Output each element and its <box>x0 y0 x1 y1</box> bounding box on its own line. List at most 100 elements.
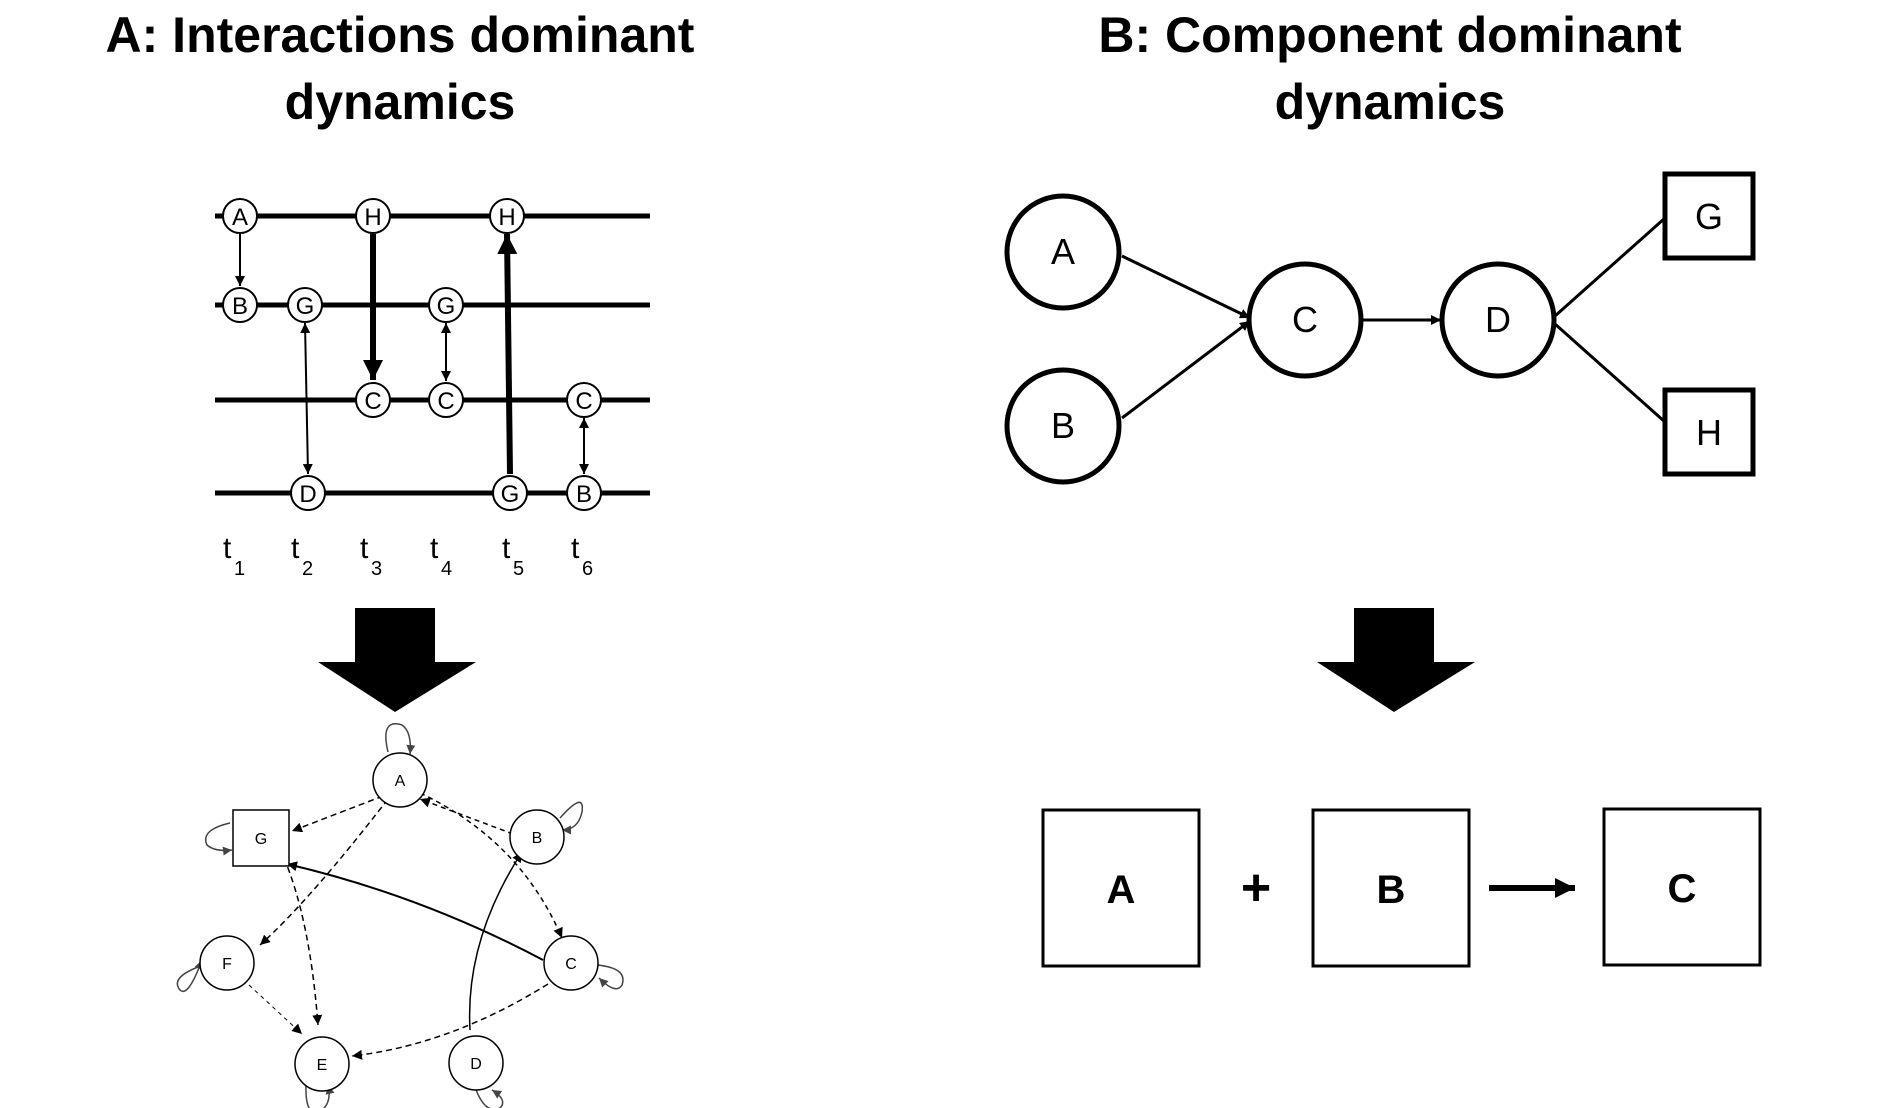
pathway-edge-a-c <box>1121 254 1251 320</box>
time-label-base: t <box>571 532 580 565</box>
timeline-node-c: C <box>566 382 602 418</box>
time-label-sub: 6 <box>582 558 593 580</box>
pathway-edge-b-c <box>1121 319 1251 420</box>
pathway-node-label: C <box>1292 299 1318 340</box>
network-edge <box>291 795 384 833</box>
panel-b-title: B: Component dominant dynamics <box>1030 2 1750 136</box>
self-loop <box>559 801 584 835</box>
reaction-equation: A + B C <box>1041 807 1762 968</box>
timeline-node-c: C <box>428 382 464 418</box>
equation-box-c: C <box>1602 807 1762 967</box>
pathway-node-label: G <box>1695 196 1723 237</box>
timeline-node-label: G <box>296 293 315 320</box>
network-edge <box>468 851 523 1031</box>
timeline-node-g: G <box>492 475 528 511</box>
network-node-label: C <box>565 956 577 973</box>
timeline-node-label: B <box>232 293 248 320</box>
network-node-label: A <box>395 773 406 790</box>
pathway-node-label: D <box>1485 299 1511 340</box>
transform-arrow-b <box>1317 608 1475 712</box>
equation-label-b: B <box>1377 868 1406 912</box>
network-node-label: D <box>470 1056 482 1073</box>
time-label-base: t <box>223 532 232 565</box>
network-node-label: E <box>317 1057 328 1074</box>
self-loop <box>205 822 233 856</box>
timeline-node-label: C <box>437 388 454 415</box>
pathway-node-d: D <box>1439 261 1557 379</box>
panel-a-title: A: Interactions dominant dynamics <box>40 2 760 136</box>
timeline-node-b: B <box>222 287 258 323</box>
timeline-node-label: C <box>364 388 381 415</box>
network-node-d: D <box>448 1035 504 1091</box>
network-edge <box>283 857 323 1026</box>
equation-box-b: B <box>1311 808 1471 968</box>
timeline-node-label: H <box>364 204 381 231</box>
time-label-base: t <box>291 532 300 565</box>
network-node-f: F <box>199 935 255 991</box>
timeline-node-g: G <box>287 287 323 323</box>
pathway-node-a: A <box>1004 193 1122 311</box>
pathway-node-label: A <box>1051 231 1075 272</box>
self-loop <box>596 964 624 990</box>
timeline-node-h: H <box>489 198 525 234</box>
time-label-base: t <box>502 532 511 565</box>
timeline-node-a: A <box>222 198 258 234</box>
pathway-node-g: G <box>1662 171 1756 261</box>
time-label: t 1 <box>223 532 245 580</box>
self-loop <box>305 1084 335 1108</box>
time-label: t 3 <box>360 532 382 580</box>
network-edge <box>419 792 563 939</box>
equation-label-a: A <box>1107 868 1136 912</box>
timeline-node-label: B <box>576 481 592 508</box>
timeline-node-label: G <box>501 481 520 508</box>
timeline-node-label: G <box>437 293 456 320</box>
timeline-diagram: A H H B G G C C <box>215 198 650 580</box>
time-label: t 5 <box>502 532 524 580</box>
self-loop <box>474 1086 504 1108</box>
pathway-node-label: H <box>1696 412 1722 453</box>
self-loop <box>176 959 204 993</box>
pathway-diagram: A B C D G H <box>1004 171 1756 485</box>
time-label-sub: 3 <box>371 558 382 580</box>
equation-label-c: C <box>1668 867 1697 911</box>
network-node-e: E <box>294 1036 350 1092</box>
panel-b-title-line1: B: Component dominant <box>1098 7 1682 63</box>
pathway-node-b: B <box>1004 367 1122 485</box>
time-label-sub: 1 <box>234 558 245 580</box>
timeline-node-label: A <box>232 204 248 231</box>
network-diagram: A G B F C E D <box>176 723 624 1108</box>
time-label-sub: 4 <box>441 558 452 580</box>
timeline-node-d: D <box>290 475 326 511</box>
interaction-g-d <box>300 322 313 475</box>
pathway-edge-d-h <box>1554 322 1666 424</box>
pathway-edge-d-g <box>1554 216 1666 318</box>
network-node-label: F <box>222 956 232 973</box>
time-label: t 4 <box>430 532 452 580</box>
network-edge <box>351 983 549 1060</box>
timeline-node-h: H <box>355 198 391 234</box>
self-loop <box>385 723 416 755</box>
network-node-a: A <box>372 752 428 808</box>
timeline-node-label: H <box>498 204 515 231</box>
network-edge <box>248 984 303 1035</box>
plus-sign: + <box>1241 859 1271 917</box>
time-label-base: t <box>430 532 439 565</box>
panel-a-title-line2: dynamics <box>284 74 516 130</box>
timeline-node-label: D <box>299 481 316 508</box>
time-label-sub: 2 <box>302 558 313 580</box>
network-edge <box>259 798 389 946</box>
panel-a-title-line1: A: Interactions dominant <box>105 7 695 63</box>
interaction-g-h <box>497 233 518 475</box>
time-label: t 2 <box>291 532 313 580</box>
network-node-label: B <box>532 830 543 847</box>
timeline-node-c: C <box>355 382 391 418</box>
timeline-node-b: B <box>566 475 602 511</box>
panel-b-title-line2: dynamics <box>1274 74 1506 130</box>
time-label: t 6 <box>571 532 593 580</box>
network-node-g: G <box>232 809 290 867</box>
time-label-base: t <box>360 532 369 565</box>
network-edge <box>419 797 514 835</box>
network-node-label: G <box>255 831 267 848</box>
network-node-b: B <box>509 809 565 865</box>
